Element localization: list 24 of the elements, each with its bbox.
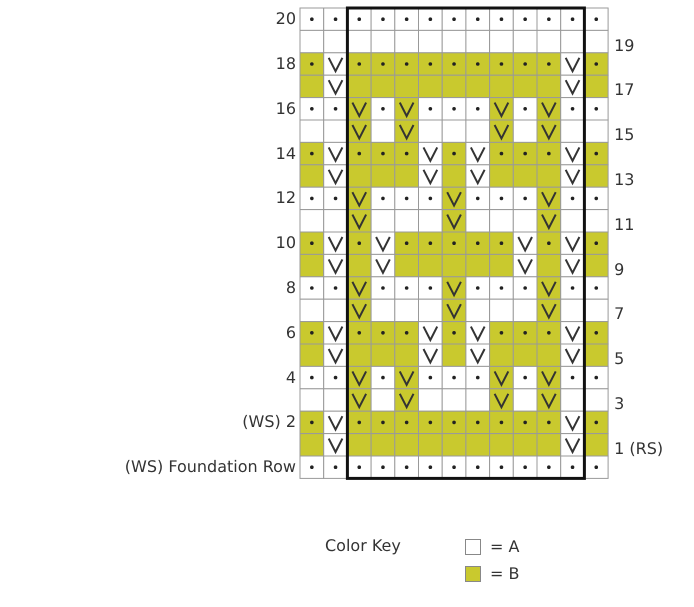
- row-number: 13: [614, 170, 634, 190]
- row-number: 3: [614, 394, 624, 414]
- row-number: 5: [614, 349, 624, 370]
- row-number: 14: [276, 144, 296, 164]
- key-title: Color Key: [325, 536, 401, 556]
- row-number: 20: [276, 9, 296, 30]
- key-label: = B: [490, 564, 520, 584]
- row-number: 16: [276, 98, 296, 119]
- row-number: 17: [614, 80, 634, 100]
- row-number: 18: [276, 54, 296, 74]
- row-number: 6: [286, 322, 296, 343]
- row-number: 15: [614, 125, 634, 146]
- row-number: 10: [276, 233, 296, 254]
- row-number: (WS) 2: [242, 412, 296, 432]
- row-number: 11: [614, 214, 634, 235]
- row-number: 1 (RS): [614, 438, 664, 459]
- row-number: 8: [286, 278, 296, 298]
- row-number: 9: [614, 260, 624, 280]
- row-number: 19: [614, 36, 634, 56]
- row-number: 12: [276, 188, 296, 208]
- row-number: 7: [614, 304, 624, 324]
- key-label: = A: [490, 537, 520, 557]
- row-number: (WS) Foundation Row: [124, 457, 296, 478]
- row-number: 4: [286, 368, 296, 388]
